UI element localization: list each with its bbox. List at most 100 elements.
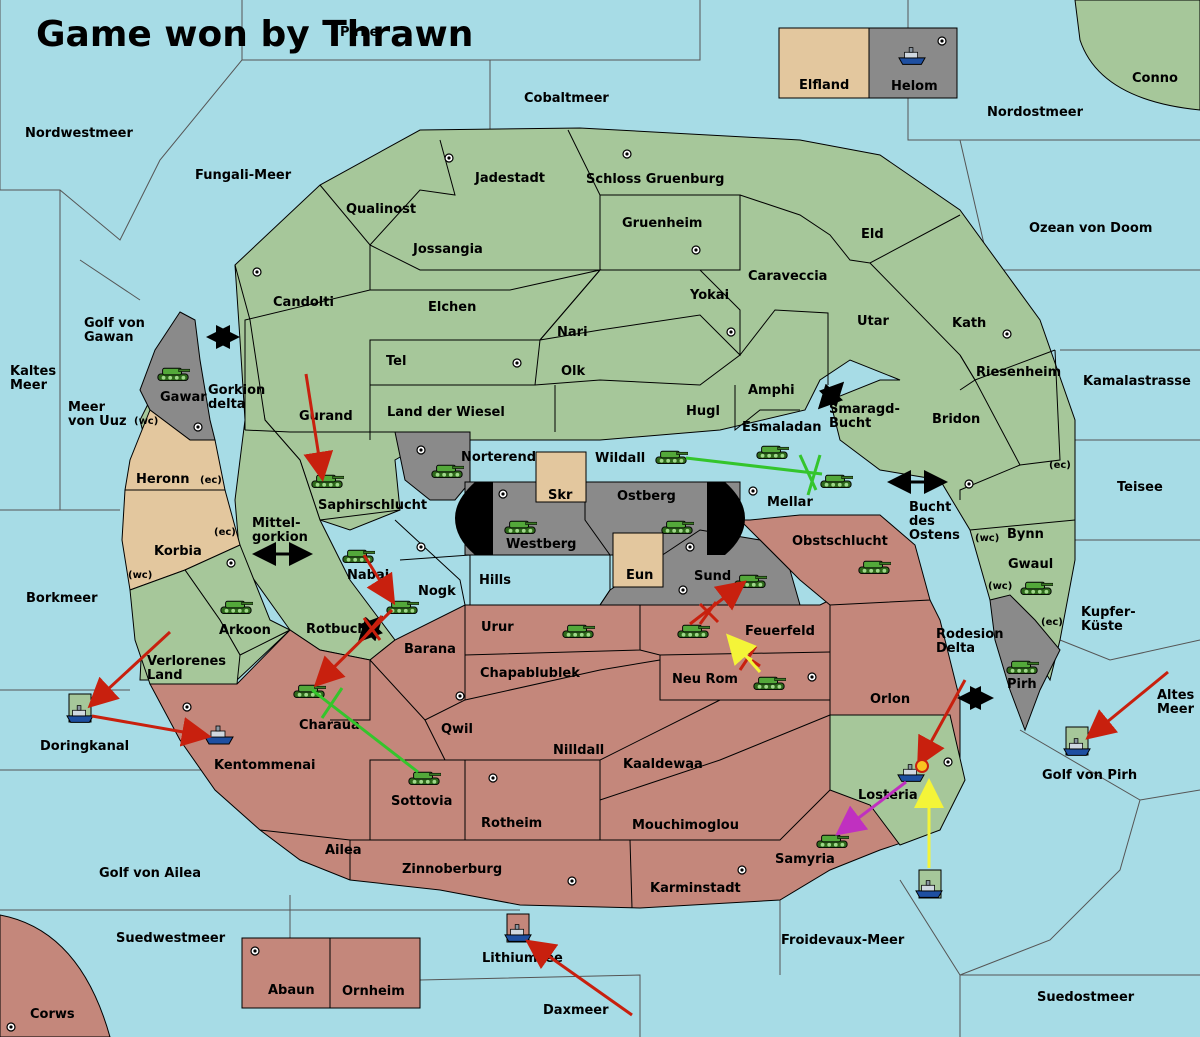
- coast-label: (wc): [134, 416, 158, 427]
- land-label-nogk: Nogk: [418, 584, 456, 599]
- land-label-hugl: Hugl: [686, 404, 720, 419]
- supply-center-icon: [678, 585, 688, 595]
- land-label-pirh: Pirh: [1007, 677, 1037, 692]
- land-label-helom: Helom: [891, 79, 938, 94]
- supply-center-icon: [250, 946, 260, 956]
- land-label-sottovia: Sottovia: [391, 794, 452, 809]
- fortress-cap-east: [707, 482, 745, 555]
- land-label-riesenheim: Riesenheim: [976, 365, 1061, 380]
- supply-center-icon: [737, 865, 747, 875]
- land-label-kentommenai: Kentommenai: [214, 758, 315, 773]
- coast-labels: (wc) (ec) (ec) (wc) (ec) (wc) (wc) (ec): [128, 416, 1071, 628]
- sea-label-froidevaux: Froidevaux-Meer: [781, 933, 905, 948]
- supply-center-icon: [685, 542, 695, 552]
- orders-red: [87, 373, 1169, 1017]
- land-label-westberg: Westberg: [506, 537, 576, 552]
- tank-icon: [753, 676, 786, 691]
- land-label-schloss: Schloss Gruenburg: [586, 172, 724, 187]
- land-label-nabai: Nabai: [347, 568, 389, 583]
- land-label-olk: Olk: [561, 364, 586, 379]
- supply-center-icon: [444, 153, 454, 163]
- sea-label-doringkanal: Doringkanal: [40, 739, 129, 754]
- tank-icon: [311, 474, 344, 489]
- bounce-icon: [915, 759, 929, 773]
- coast-label: (ec): [1049, 460, 1071, 471]
- land-label-ornheim: Ornheim: [342, 984, 405, 999]
- land-label-gurand: Gurand: [299, 409, 353, 424]
- territory-verlorenes: [129, 569, 241, 685]
- land-label-chapablublek: Chapablublek: [480, 666, 580, 681]
- land-label-saphir: Saphirschlucht: [318, 498, 427, 513]
- tank-icon: [562, 624, 595, 639]
- supply-center-icon: [943, 757, 953, 767]
- double-arrow-icon: [817, 381, 845, 410]
- territory-ring-north: [234, 127, 1076, 682]
- supply-center-icon: [726, 327, 736, 337]
- territory-elfland: [778, 27, 870, 99]
- sea-label-pirhe: Pirhe: [340, 25, 379, 40]
- land-label-land-wiesel: Land der Wiesel: [387, 405, 505, 420]
- land-label-elfland: Elfland: [799, 78, 849, 93]
- tank-icon: [677, 624, 710, 639]
- land-label-utar: Utar: [857, 314, 890, 329]
- sea-label-conno: Conno: [1132, 71, 1178, 86]
- supply-center-icon: [567, 876, 577, 886]
- sea-label-kamala: Kamalastrasse: [1083, 374, 1191, 389]
- land-label-kath: Kath: [952, 316, 986, 331]
- territory-eun: [612, 532, 664, 588]
- tank-icon: [1020, 581, 1053, 596]
- land-label-neu-rom: Neu Rom: [672, 672, 738, 687]
- tank-icon: [504, 520, 537, 535]
- sea-label-cobaltmeer: Cobaltmeer: [524, 91, 609, 106]
- sea-label-smaragd: Smaragd-Bucht: [829, 402, 900, 431]
- tank-icon: [756, 445, 789, 460]
- territory-conno: [1074, 0, 1200, 111]
- land-label-elchen: Elchen: [428, 300, 476, 315]
- land-label-candolti: Candolti: [273, 295, 334, 310]
- supply-center-icon: [1002, 329, 1012, 339]
- land-label-esmaladan: Esmaladan: [742, 420, 822, 435]
- sea-label-fungali: Fungali-Meer: [195, 168, 292, 183]
- coast-label: (ec): [200, 475, 222, 486]
- land-label-skr: Skr: [548, 488, 573, 503]
- land-label-sund: Sund: [694, 569, 731, 584]
- land-label-eld: Eld: [861, 227, 884, 242]
- land-label-charaua: Charaua: [299, 718, 360, 733]
- land-label-bridon: Bridon: [932, 412, 980, 427]
- orders-magenta: [835, 780, 907, 836]
- territory-skr: [535, 451, 587, 503]
- land-label-qwil: Qwil: [441, 722, 473, 737]
- land-label-hills: Hills: [479, 573, 511, 588]
- sea-label-golf-ailea: Golf von Ailea: [99, 866, 201, 881]
- land-label-orlon: Orlon: [870, 692, 910, 707]
- supply-center-icon: [193, 422, 203, 432]
- fortress-cap-west: [455, 482, 493, 555]
- supply-center-icon: [964, 479, 974, 489]
- land-label-urur: Urur: [481, 620, 514, 635]
- land-label-bynn: Bynn: [1007, 527, 1044, 542]
- supply-center-icon: [498, 489, 508, 499]
- land-label-norterend: Norterend: [461, 450, 536, 465]
- tank-icon: [408, 771, 441, 786]
- land-label-korbia: Korbia: [154, 544, 202, 559]
- supply-center-icon: [416, 542, 426, 552]
- land-label-abaun: Abaun: [268, 983, 315, 998]
- supply-centers: [6, 36, 1012, 1032]
- sea-labels: Pirhe Cobaltmeer Nordwestmeer Fungali-Me…: [10, 25, 1195, 1022]
- land-label-caraveccia: Caraveccia: [748, 269, 827, 284]
- tank-icon: [661, 520, 694, 535]
- sea-label-borkmeer: Borkmeer: [26, 591, 98, 606]
- land-label-karminstadt: Karminstadt: [650, 881, 741, 896]
- land-label-amphi: Amphi: [748, 383, 795, 398]
- sea-label-mittel: Mittel-gorkion: [252, 516, 308, 545]
- tank-icon: [342, 549, 375, 564]
- sea-label-corws: Corws: [30, 1007, 75, 1022]
- tank-icon: [220, 600, 253, 615]
